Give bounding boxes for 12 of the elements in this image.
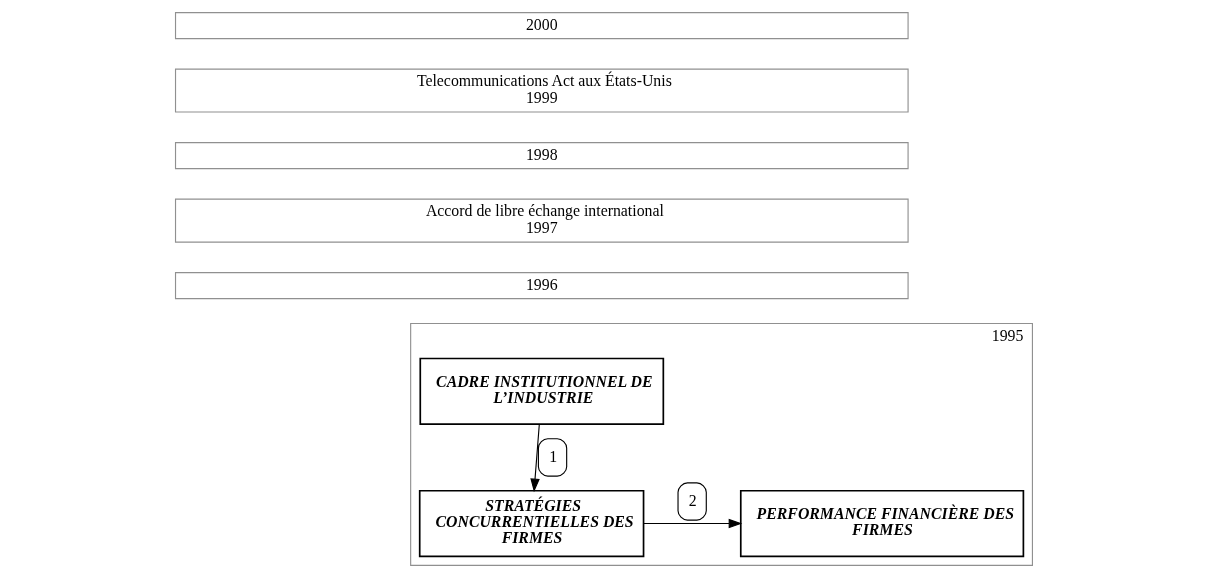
node-box: STRATÉGIES CONCURRENTIELLES DES FIRMES [418,489,644,558]
node-box: Accord de libre échange international 1997 [174,198,909,243]
node-box: 2000 [174,12,909,40]
node-box: 1998 [174,142,909,170]
edge-label: 2 [688,492,697,510]
node-box: 1996 [174,272,909,300]
node-box: PERFORMANCE FINANCIÈRE DES FIRMES [739,489,1024,558]
node-box: CADRE INSTITUTIONNEL DE L’INDUSTRIE [418,357,664,425]
arrow [529,423,540,493]
arrow [642,518,742,529]
node-box: Telecommunications Act aux États-Unis 1999 [174,68,909,113]
edge-label: 1 [548,448,557,466]
